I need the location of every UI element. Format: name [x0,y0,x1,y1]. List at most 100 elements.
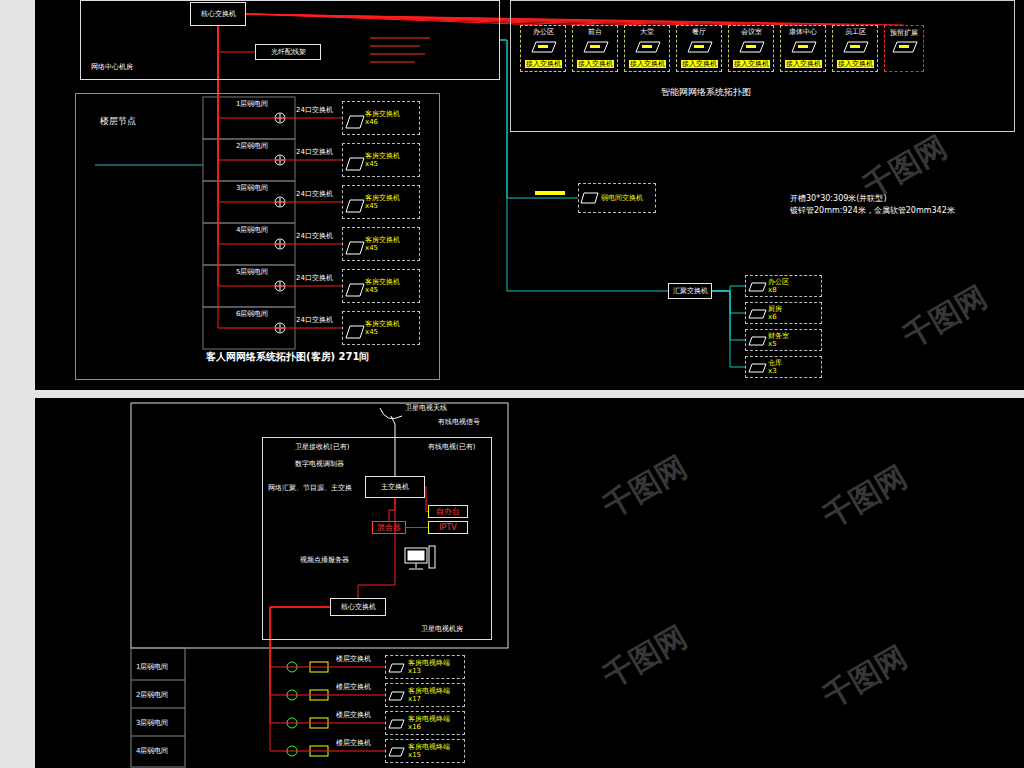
cad-shape [131,680,185,681]
cad-shape [370,54,425,55]
node-subtext: x45 [365,286,378,294]
note-text: 有线电视(已有) [428,443,475,451]
node-title: 混合器 [377,523,401,532]
device-box: 客房电视终端x17 [385,683,465,707]
note-text: 楼层交换机 [336,683,371,691]
device-box: 康体中心接入交换机 [780,25,826,72]
note-text: 卫星电视天线 [405,404,447,412]
node-subtext: 接入交换机 [629,60,666,68]
cable-line [270,607,385,723]
node-title: 弱电间交换机 [601,194,643,202]
cad-shape [535,191,565,195]
node-title: 自办台 [436,507,460,516]
device-box: 客房交换机x45 [342,227,420,261]
cad-shape [131,736,185,737]
node-title: 康体中心 [789,28,817,36]
node-title: 厨房 [768,305,782,313]
note-text: 24口交换机 [296,316,333,324]
node-title: IPTV [439,523,457,532]
note-text: 卫星接收机(已有) [295,443,349,451]
node-title: 客房电视终端 [408,659,450,667]
note-text: 24口交换机 [296,274,333,282]
device-box: 客房电视终端x13 [385,655,465,679]
note-text: 6层弱电间 [236,310,268,318]
cable-line [712,291,745,340]
node-subtext: 接入交换机 [525,60,562,68]
region-frame: 客人网网络系统拓扑图(客房) 271间客房交换机x46客房交换机x45客房交换机… [75,93,440,380]
device-box: 主交换机 [365,476,425,498]
cad-shape [792,42,816,52]
node-title: 客房交换机 [365,278,400,286]
device-box: 员工区接入交换机 [832,25,878,72]
node-title: 大堂 [640,28,654,36]
top-sheet [35,0,1024,390]
cad-shape [429,546,435,568]
node-subtext: 接入交换机 [681,60,718,68]
node-title: 餐厅 [692,28,706,36]
cable-line [500,40,668,291]
note-text: 2层弱电间 [136,691,168,699]
node-subtext: x45 [365,244,378,252]
cable-line [712,291,745,313]
device-box: 财务室x5 [745,329,822,351]
node-title: 客房电视终端 [408,743,450,751]
node-subtext: x6 [768,313,777,321]
node-title: 客房交换机 [365,236,400,244]
note-text: 1层弱电间 [136,663,168,671]
note-text: 24口交换机 [296,232,333,240]
node-subtext: 接入交换机 [577,60,614,68]
note-text: 24口交换机 [296,190,333,198]
node-title: 客房交换机 [365,320,400,328]
node-subtext: 接入交换机 [733,60,770,68]
cad-shape [844,42,868,52]
cable-line [218,26,342,328]
cad-shape [749,310,766,318]
device-box: 光纤配线架 [255,44,321,60]
node-title: 客房交换机 [365,110,400,118]
node-title: 仓库 [768,359,782,367]
note-text: 视频点播服务器 [300,556,349,564]
satellite-dish [380,408,402,476]
device-box: 大堂接入交换机 [624,25,670,72]
device-box: 客房交换机x46 [342,101,420,135]
cad-shape [370,46,420,47]
device-box: 仓库x3 [745,356,822,378]
device-box: 预留扩展 [884,25,924,72]
node-title: 前台 [588,28,602,36]
cable-line [246,14,904,25]
switch-icons [535,191,766,372]
device-box: 厨房x6 [745,302,822,324]
cad-shape [893,42,917,52]
cad-shape [370,62,415,63]
cad-shape [532,42,556,52]
cad-shape [688,42,712,52]
note-text: 网络汇聚、节目源、主交换 [268,484,352,492]
device-box: 客房电视终端x15 [385,739,465,763]
device-box: 汇聚交换机 [668,283,712,299]
cad-shape [408,551,424,560]
note-text: 有线电视信号 [438,418,480,426]
device-box: 办公区接入交换机 [520,25,566,72]
device-box: 客房交换机x45 [342,185,420,219]
region-frame: 网络中心机房核心交换机光纤配线架 [80,0,500,80]
node-subtext: x16 [408,723,421,731]
cad-shape [636,42,660,52]
cable-line [270,607,385,751]
cad-shape [391,416,395,424]
note-text: 4层弱电间 [136,747,168,755]
tv-floor-rows [287,662,404,756]
device-box: 会议室接入交换机 [728,25,774,72]
device-box: 办公区x8 [745,275,822,297]
node-title: 智能网网络系统拓扑图 [661,87,751,97]
device-box: 混合器 [372,521,406,534]
cable-line [406,527,428,528]
note-text: 数字电视调制器 [295,460,344,468]
note-text: 3层弱电间 [236,184,268,192]
access-switch-icons [532,42,917,52]
node-title: 核心交换机 [201,10,236,18]
device-box: 餐厅接入交换机 [676,25,722,72]
note-text: 3层弱电间 [136,719,168,727]
cable-line [270,607,385,695]
cable-line [358,498,395,598]
